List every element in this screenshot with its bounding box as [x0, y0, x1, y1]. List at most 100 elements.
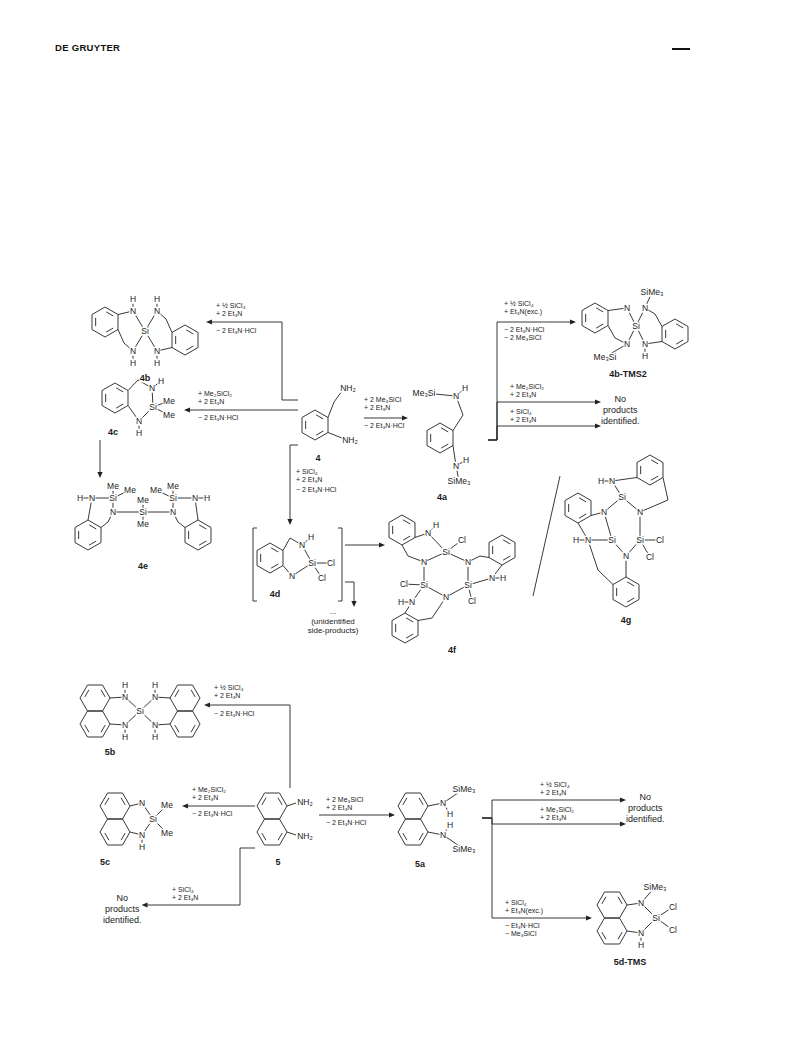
- arrow-line: [488, 402, 595, 440]
- reaction-arrow: [182, 803, 255, 808]
- atom-label: Si: [420, 581, 429, 590]
- atom-label: N: [121, 721, 128, 730]
- text-line: − 2 Et₃N·HCl: [216, 327, 256, 335]
- reaction-arrow: [482, 818, 592, 921]
- atom-label: N: [641, 340, 648, 349]
- atom-label: H: [446, 821, 453, 830]
- double-bond: [616, 588, 617, 596]
- aromatic-ring: [100, 819, 130, 845]
- aromatic-ring: [398, 793, 428, 819]
- atom-label: Si: [149, 403, 158, 412]
- compound-structure: HHNNSiNNHH5b: [76, 676, 204, 760]
- reagent-label: + SiCl₄ + Et₃N(exc.): [505, 899, 543, 915]
- compound-number: 4f: [447, 646, 456, 655]
- double-bond: [271, 564, 278, 568]
- text-line: + 2 Et₃N: [364, 404, 401, 412]
- atom-label: H: [641, 352, 648, 361]
- atom-label: N: [464, 558, 471, 567]
- double-bond: [503, 540, 510, 544]
- atom-label: H: [138, 843, 145, 852]
- atom-label: Me: [163, 411, 176, 420]
- compound-structure: NH₂NH₂4: [298, 378, 364, 466]
- aromatic-ring: [597, 892, 627, 918]
- atom-label: N: [109, 508, 116, 517]
- double-bond: [403, 833, 407, 840]
- arrowhead: [586, 915, 592, 920]
- text-line: identified.: [601, 416, 640, 427]
- compound-number: 5c: [99, 858, 110, 867]
- text-line: + SiCl₄: [172, 886, 198, 894]
- double-bond: [101, 690, 105, 697]
- aromatic-ring: [102, 383, 128, 413]
- text-line: + 2 Et₃N: [510, 391, 544, 399]
- double-bond: [199, 541, 206, 545]
- text-line: identified.: [626, 814, 665, 825]
- bond: [287, 803, 296, 806]
- double-bond: [395, 624, 396, 632]
- atom-label: Cl: [467, 597, 476, 606]
- aromatic-ring: [302, 410, 328, 440]
- atom-label: H: [121, 681, 128, 690]
- double-bond: [596, 308, 603, 312]
- double-bond: [602, 932, 606, 939]
- aromatic-ring: [170, 685, 200, 711]
- atom-label: Si: [169, 494, 178, 503]
- atom-label: H: [157, 377, 164, 386]
- double-bond: [305, 421, 306, 429]
- atom-label: Me: [163, 397, 176, 406]
- side-product-note: ...(unidentified side-products): [300, 607, 366, 636]
- arrowhead: [206, 319, 212, 324]
- aromatic-ring: [80, 711, 110, 737]
- double-bond: [406, 634, 413, 638]
- atom-label: N: [138, 799, 145, 808]
- byproduct-label: − Et₃N·HCl − Me₃SiCl: [505, 922, 540, 938]
- double-bond: [85, 725, 89, 732]
- double-bond: [191, 725, 195, 732]
- atom-label: N: [191, 494, 198, 503]
- bond: [612, 478, 637, 482]
- text-line: + 2 Et₃N: [540, 814, 574, 822]
- text-line: + SiCl₄: [296, 468, 322, 476]
- reagent-label: + ½ SiCl₄ + Et₃N(exc.): [504, 300, 542, 316]
- atom-label: Si: [464, 581, 473, 590]
- text-line: products: [601, 405, 640, 416]
- atom-label: N: [424, 529, 431, 538]
- double-bond: [651, 476, 658, 480]
- double-bond: [602, 897, 606, 904]
- atom-label: H: [121, 733, 128, 742]
- double-bond: [101, 725, 105, 732]
- atom-label: N: [129, 307, 136, 316]
- atom-label: SiMe₃: [640, 288, 664, 297]
- double-bond: [403, 536, 410, 540]
- text-line: − Et₃N·HCl: [505, 922, 540, 930]
- atom-label: NH₂: [342, 436, 359, 445]
- reagent-label: + ½ SiCl₄ + 2 Et₃N: [216, 302, 246, 318]
- atom-label: Me: [137, 496, 150, 505]
- atom-label: NH₂: [297, 832, 314, 841]
- compound-number: 5a: [414, 860, 425, 869]
- reaction-arrow: [206, 319, 298, 400]
- text-line: + 2 Me₃SiCl: [364, 396, 401, 404]
- arrow-line: [488, 426, 595, 440]
- atom-label: SiMe₃: [643, 883, 667, 892]
- text-line: identified.: [103, 915, 142, 926]
- atom-label: H: [153, 295, 160, 304]
- bracket: [253, 528, 257, 601]
- atom-label: H: [307, 533, 314, 542]
- double-bond: [618, 932, 622, 939]
- text-line: + ½ SiCl₄: [540, 781, 570, 789]
- arrow-line: [100, 440, 101, 472]
- compound-number: 5d-TMS: [613, 958, 647, 967]
- atom-label: N: [488, 574, 495, 583]
- aromatic-ring: [582, 303, 608, 333]
- text-line: (unidentified: [300, 617, 366, 627]
- atom-label: N: [584, 536, 591, 545]
- atom-label: Me: [161, 829, 174, 838]
- aromatic-ring: [427, 423, 453, 453]
- text-line: + Me₂SiCl₂: [540, 806, 574, 814]
- bond: [328, 433, 342, 439]
- text-line: ...: [300, 607, 366, 617]
- aromatic-ring: [392, 613, 418, 643]
- double-bond: [106, 328, 113, 332]
- atom-label: Cl: [457, 536, 466, 545]
